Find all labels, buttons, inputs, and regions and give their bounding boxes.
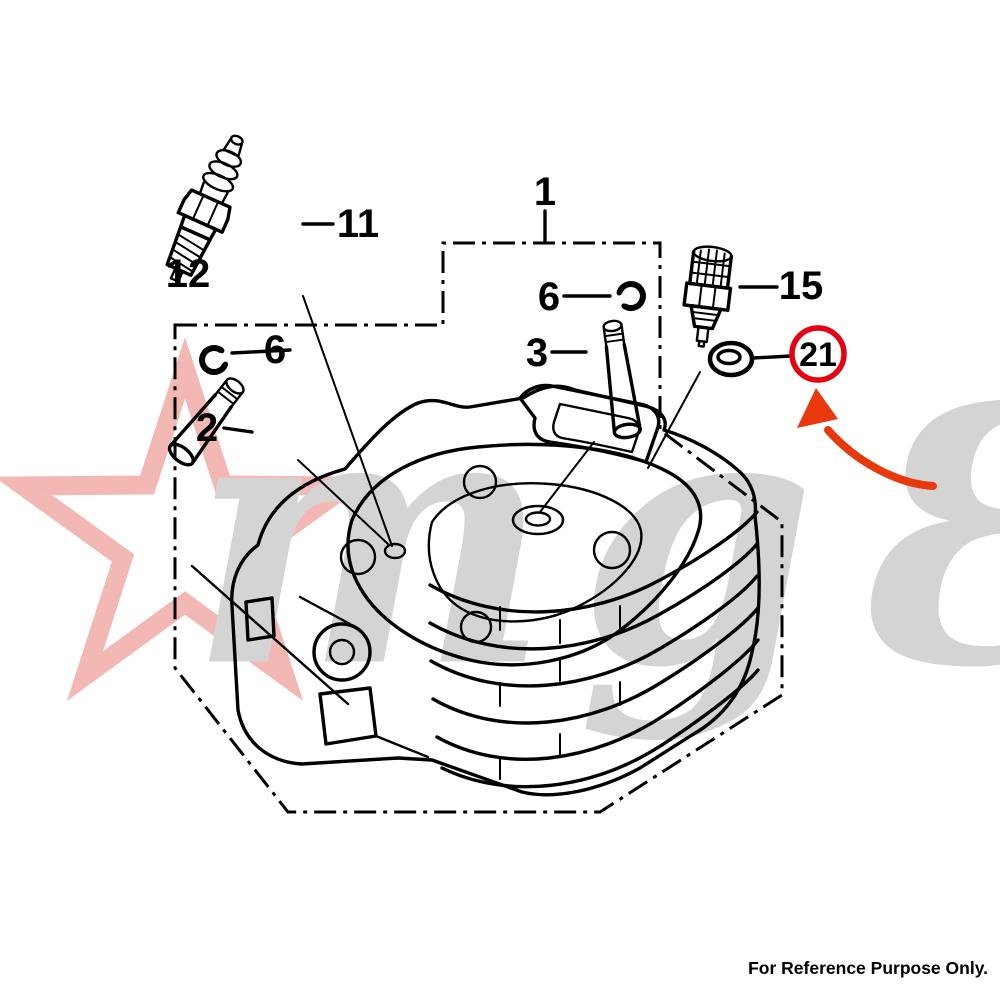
- callout-6a[interactable]: 6: [264, 328, 286, 372]
- valve-guide-clip-b: [616, 281, 646, 312]
- callout-2[interactable]: 2: [196, 406, 218, 450]
- leader-lines: [222, 222, 793, 547]
- assembly-boundary-12: [173, 241, 784, 814]
- valve-guide-2-illustration: [167, 377, 245, 467]
- callout-15[interactable]: 15: [779, 264, 824, 308]
- highlight-part-21[interactable]: 21: [789, 325, 847, 383]
- watermark: mgƐ: [0, 329, 1000, 745]
- callout-1[interactable]: 1: [534, 170, 556, 214]
- callout-3[interactable]: 3: [526, 331, 548, 375]
- highlight-arrow-icon: [797, 388, 937, 490]
- callout-12[interactable]: 12: [166, 252, 211, 296]
- callout-21[interactable]: 21: [799, 336, 837, 374]
- cylinder-head-illustration: [190, 383, 761, 797]
- footer-note: For Reference Purpose Only.: [748, 958, 988, 978]
- valve-guide-clip-a: [199, 345, 229, 375]
- spark-plug-illustration: [165, 134, 244, 283]
- valve-guide-3-illustration: [602, 319, 642, 440]
- callout-11[interactable]: 11: [337, 202, 379, 246]
- watermark-letters: mgƐ: [190, 329, 1000, 745]
- highlight-circle: [789, 325, 847, 383]
- thermo-sensor-15-illustration: [682, 245, 734, 348]
- callout-6b[interactable]: 6: [538, 275, 560, 319]
